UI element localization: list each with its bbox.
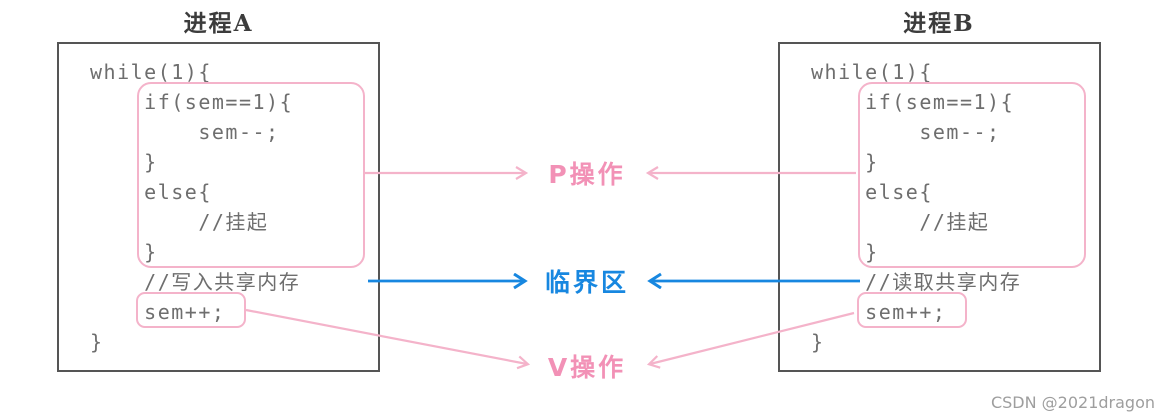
code-line: //挂起 (90, 210, 269, 234)
code-line: sem--; (811, 120, 1001, 144)
code-line: } (811, 330, 825, 354)
process-b-code: while(1){ if(sem==1){ sem--; } else{ //挂… (780, 44, 1099, 370)
code-line: sem--; (90, 120, 280, 144)
code-line: } (811, 240, 879, 264)
code-line: sem++; (811, 300, 947, 324)
code-line: } (811, 150, 879, 174)
process-a-title: 进程A (183, 10, 254, 37)
v-operation-label: V操作 (547, 353, 627, 382)
watermark: CSDN @2021dragon (990, 393, 1155, 412)
code-line: //读取共享内存 (811, 270, 1022, 294)
code-line: if(sem==1){ (811, 90, 1015, 114)
code-line: while(1){ (811, 60, 933, 84)
code-line: if(sem==1){ (90, 90, 294, 114)
code-line: else{ (811, 180, 933, 204)
code-line: //写入共享内存 (90, 270, 301, 294)
code-line: else{ (90, 180, 212, 204)
critical-section-label: 临界区 (544, 268, 630, 297)
code-line: } (90, 150, 158, 174)
process-a-code: while(1){ if(sem==1){ sem--; } else{ //挂… (59, 44, 378, 370)
process-b-box: while(1){ if(sem==1){ sem--; } else{ //挂… (778, 42, 1101, 372)
code-line: sem++; (90, 300, 226, 324)
code-line: while(1){ (90, 60, 212, 84)
code-line: //挂起 (811, 210, 990, 234)
process-b-title: 进程B (903, 10, 975, 37)
code-line: } (90, 330, 104, 354)
process-a-box: while(1){ if(sem==1){ sem--; } else{ //挂… (57, 42, 380, 372)
code-line: } (90, 240, 158, 264)
p-operation-label: P操作 (548, 160, 626, 189)
